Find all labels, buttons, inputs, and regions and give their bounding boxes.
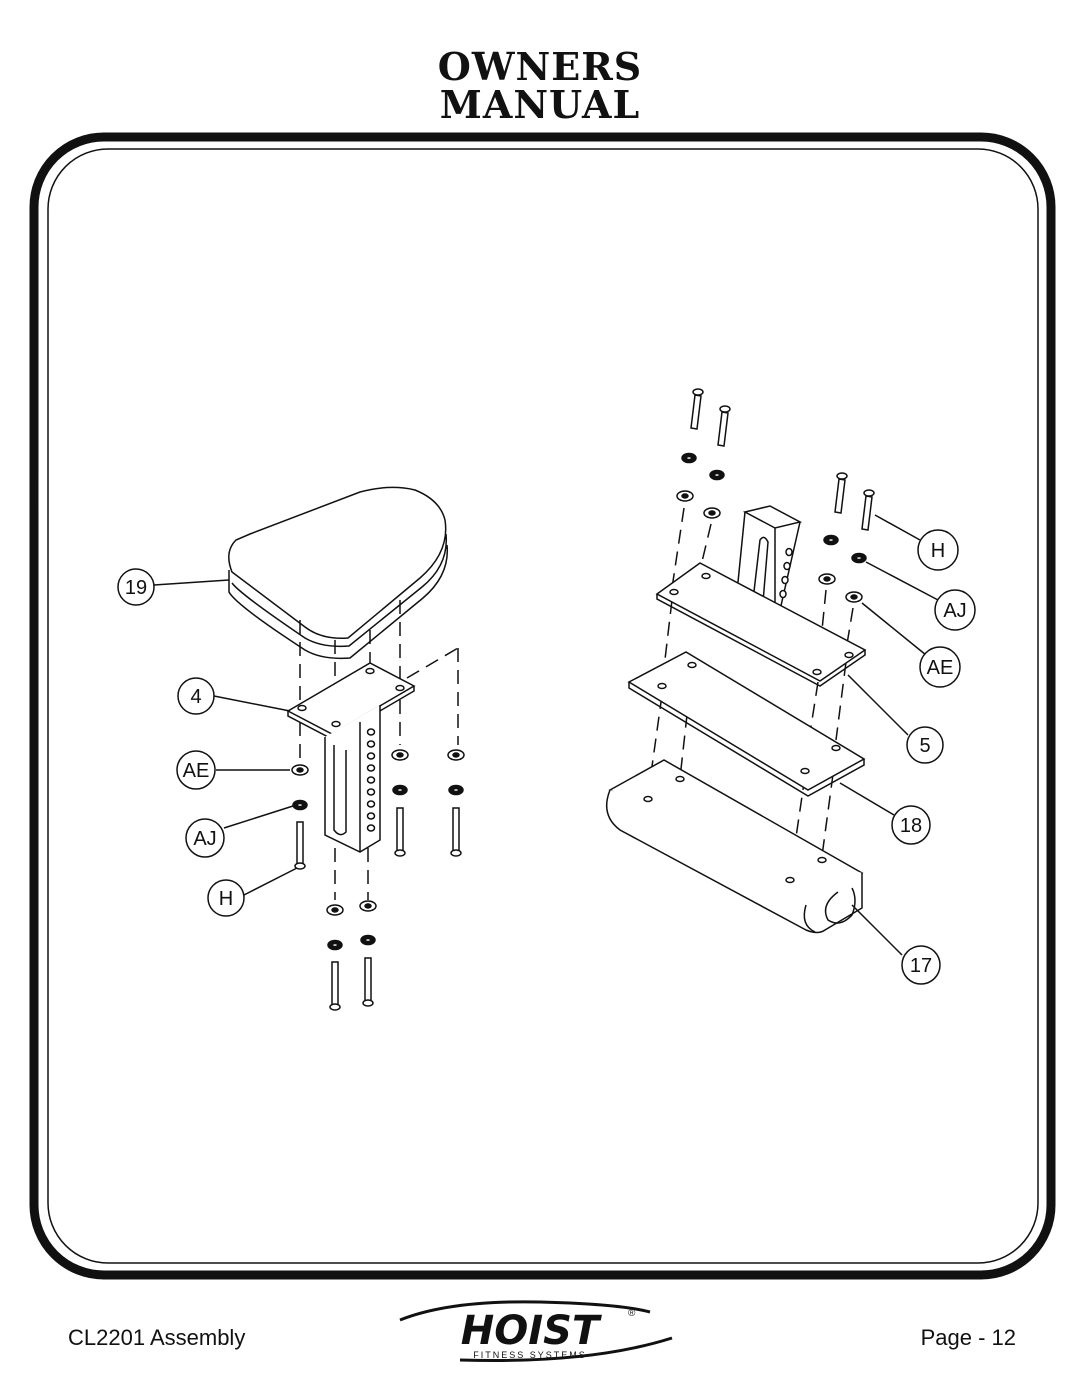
manual-title-line1: OWNERS (437, 44, 643, 89)
svg-text:18: 18 (900, 815, 922, 837)
logo-swoosh-bottom (459, 1336, 673, 1363)
inner-frame (47, 148, 1039, 1264)
footer-page-number: Page - 12 (920, 1325, 1016, 1350)
left-fasteners (291, 749, 465, 1011)
footer-assembly-label: CL2201 Assembly (68, 1325, 246, 1350)
plate-4 (286, 662, 416, 740)
svg-text:17: 17 (910, 955, 932, 977)
outer-frame (29, 132, 1056, 1280)
callout-ae-left: AE (176, 750, 216, 790)
logo-subtitle: FITNESS SYSTEMS (473, 1350, 587, 1360)
left-post (324, 705, 381, 853)
svg-text:AJ: AJ (943, 600, 966, 622)
plate-5 (655, 562, 867, 687)
callout-aj-left: AJ (185, 818, 225, 858)
svg-text:4: 4 (190, 686, 201, 708)
manual-title-line2: MANUAL (439, 82, 641, 127)
logo-registered-mark: ® (628, 1308, 636, 1319)
seat-pad-19 (228, 486, 449, 660)
svg-text:AE: AE (183, 760, 210, 782)
svg-text:19: 19 (125, 577, 147, 599)
callout-5: 5 (906, 726, 944, 764)
svg-text:H: H (931, 540, 945, 562)
hoist-logo: HOIST ® FITNESS SYSTEMS (399, 1300, 673, 1363)
left-dashed-guides (299, 600, 459, 900)
callout-h-left: H (207, 879, 245, 917)
callout-18: 18 (891, 805, 931, 845)
callout-17: 17 (901, 945, 941, 985)
roller-pad-17 (605, 759, 864, 934)
right-callout-leaders (839, 514, 939, 956)
callout-4: 4 (177, 677, 215, 715)
svg-text:AJ: AJ (193, 828, 216, 850)
left-callout-leaders (153, 579, 298, 897)
svg-text:AE: AE (927, 657, 954, 679)
svg-text:5: 5 (919, 735, 930, 757)
logo-swoosh-top (399, 1300, 651, 1322)
callout-h-right: H (917, 529, 959, 571)
callout-ae-right: AE (919, 646, 961, 688)
plate-18 (627, 651, 866, 797)
svg-text:H: H (219, 888, 233, 910)
callout-19: 19 (117, 568, 155, 606)
right-top-fasteners (676, 388, 875, 603)
logo-word: HOIST (461, 1308, 602, 1354)
callout-aj-right: AJ (934, 589, 976, 631)
